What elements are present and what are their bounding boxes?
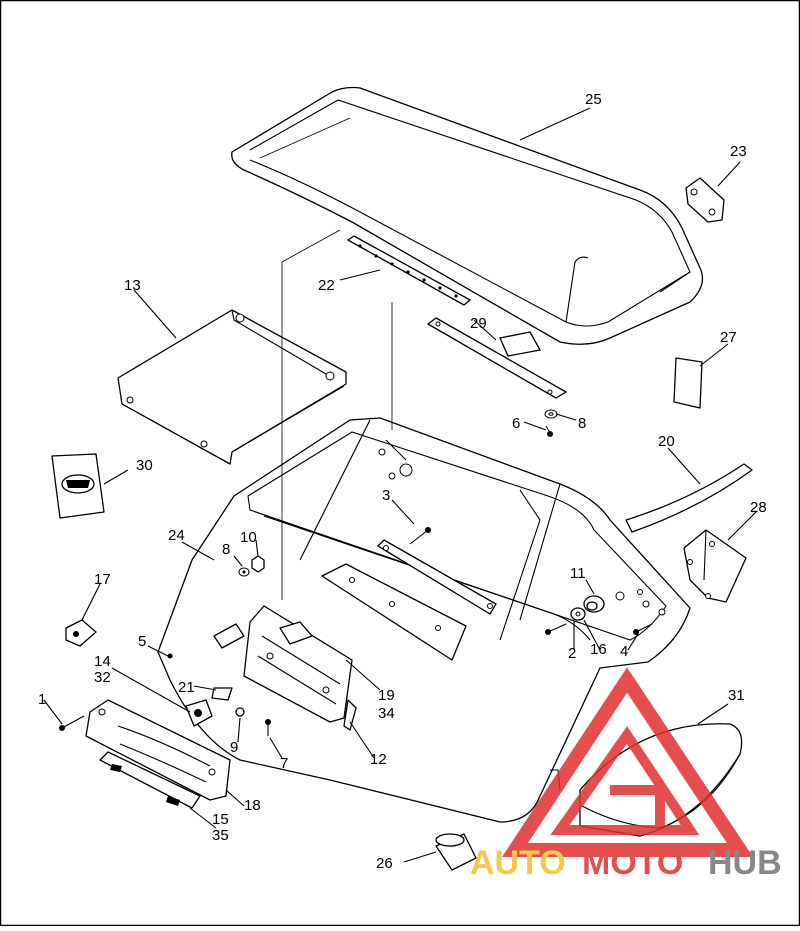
callout-13: 13 xyxy=(124,277,141,294)
watermark-auto: AUTO xyxy=(470,844,566,882)
part-20-trim-strip xyxy=(625,463,753,533)
leader-lines xyxy=(43,107,757,863)
callout-1: 1 xyxy=(38,691,46,708)
callout-4: 4 xyxy=(620,643,628,660)
callout-30: 30 xyxy=(136,457,153,474)
part-8-washer-top xyxy=(544,409,558,419)
part-24-hinge-plate xyxy=(321,563,467,661)
callout-16: 16 xyxy=(590,641,607,658)
callout-8-mid: 8 xyxy=(222,541,230,558)
callout-10: 10 xyxy=(240,529,257,546)
part-6-screw-top xyxy=(545,425,553,437)
callout-27: 27 xyxy=(720,329,737,346)
watermark-logo xyxy=(502,667,754,857)
callout-11: 11 xyxy=(570,565,586,582)
callout-5: 5 xyxy=(138,633,146,650)
part-13-liner xyxy=(117,309,347,465)
part-3-reinforcement-bar xyxy=(377,527,497,615)
callout-7: 7 xyxy=(280,755,288,772)
callout-31: 31 xyxy=(728,687,745,704)
watermark-hub: HUB xyxy=(708,844,782,882)
callout-35: 35 xyxy=(212,827,229,844)
callout-3: 3 xyxy=(382,487,390,504)
callout-20: 20 xyxy=(658,433,675,450)
part-30-emblem-box xyxy=(51,453,105,519)
callout-22: 22 xyxy=(318,277,335,294)
callout-26: 26 xyxy=(376,855,393,872)
part-9-nut xyxy=(235,707,245,717)
part-2-screw xyxy=(545,623,567,635)
part-16-washer xyxy=(570,607,586,621)
part-29-strap xyxy=(427,317,567,399)
callout-6: 6 xyxy=(512,415,520,432)
callout-labels: 25 23 22 29 27 13 6 8 20 28 30 3 24 10 8… xyxy=(38,91,767,872)
part-23-latch-plate xyxy=(685,177,725,223)
part-5-screw xyxy=(167,653,173,659)
callout-12: 12 xyxy=(370,751,387,768)
part-14-lock-cylinder xyxy=(185,699,213,727)
callout-14: 14 xyxy=(94,653,111,670)
part-7-screw xyxy=(265,719,271,736)
part-22-hinge-strip xyxy=(347,235,471,306)
part-21-bracket xyxy=(211,623,245,701)
watermark-moto: MOTO xyxy=(582,844,683,882)
part-12-lever xyxy=(343,699,357,731)
part-1-screw xyxy=(59,715,85,731)
part-8-washer-mid xyxy=(238,567,250,577)
part-26-clip xyxy=(435,833,477,871)
callout-34: 34 xyxy=(378,705,395,722)
part-18-handle xyxy=(85,699,231,801)
callout-29: 29 xyxy=(470,315,487,332)
callout-19: 19 xyxy=(378,687,395,704)
callout-15: 15 xyxy=(212,811,229,828)
part-10-nut xyxy=(251,555,265,573)
callout-9: 9 xyxy=(230,739,238,756)
part-17-key xyxy=(65,619,97,647)
callout-18: 18 xyxy=(244,797,261,814)
callout-21: 21 xyxy=(178,679,195,696)
part-15-badge xyxy=(99,751,201,809)
callout-2: 2 xyxy=(568,645,576,662)
part-11-spacer xyxy=(583,595,605,613)
watermark-text: AUTO MOTO HUB xyxy=(470,844,782,882)
part-4-screw xyxy=(633,623,653,635)
part-28-hinge-bracket xyxy=(683,529,747,603)
part-27-label xyxy=(673,357,703,409)
part-25-lid xyxy=(231,86,704,345)
callout-32: 32 xyxy=(94,669,111,686)
callout-24: 24 xyxy=(168,527,185,544)
part-19-latch-assembly xyxy=(243,605,353,723)
callout-23: 23 xyxy=(730,143,747,160)
callout-25: 25 xyxy=(585,91,602,108)
callout-8-top: 8 xyxy=(578,415,586,432)
callout-17: 17 xyxy=(94,571,111,588)
callout-28: 28 xyxy=(750,499,767,516)
